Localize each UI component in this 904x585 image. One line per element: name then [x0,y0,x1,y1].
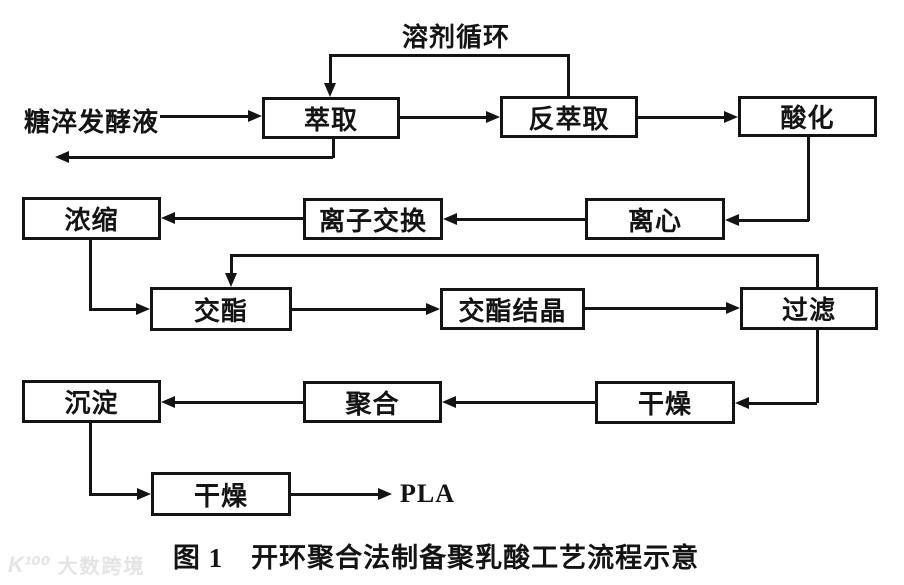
node-drying-final: 干燥 [151,472,291,516]
edge-filtration-recycle-arrowhead [225,273,237,287]
edge-ion-exchange-to-concentration-line [175,217,303,220]
node-filtration: 过滤 [740,287,878,330]
watermark: K¹⁰⁰ 大数跨境 [8,550,146,579]
edge-polymerization-to-precipitation-arrowhead [161,396,175,408]
edge-lactide-to-crystallization-arrowhead [426,303,440,315]
node-back-extraction: 反萃取 [500,96,638,138]
edge-solvent-cycle-left-segment [329,54,332,84]
edge-concentration-to-lactide-line [89,308,136,311]
watermark-text: 大数跨境 [57,556,146,578]
edge-filtration-recycle-right-segment [816,254,819,287]
edge-filtration-to-drying-arrowhead [735,397,749,409]
edge-crystallization-to-filtration-arrowhead [726,302,740,314]
edge-precipitation-to-drying-line [89,493,137,496]
edge-concentration-to-lactide-arrowhead [136,303,150,315]
figure-caption: 图 1 开环聚合法制备聚乳酸工艺流程示意 [172,543,700,573]
node-extraction: 萃取 [262,97,400,139]
edge-drying-to-polymerization-line [456,401,595,404]
edge-solvent-cycle-arrowhead [324,83,336,97]
edge-acidification-to-centrifugation-line [739,219,809,222]
edge-crystallization-to-filtration-line [585,307,726,310]
edge-filtration-to-drying-line [749,402,817,405]
edge-drying-to-pla-arrowhead [378,488,392,500]
node-lactide: 交酯 [150,287,292,331]
node-ion-exchange: 离子交换 [303,198,443,240]
edge-concentration-down-segment [89,240,92,310]
edge-extraction-raffinate-arrowhead [55,151,69,163]
edge-solvent-cycle-right-segment [567,54,570,96]
edge-precipitation-down-segment [89,423,92,494]
edge-acidification-down-segment [807,137,810,221]
edge-precipitation-to-drying-arrowhead [137,488,151,500]
edge-ion-exchange-to-concentration-arrowhead [161,212,175,224]
node-polymerization: 聚合 [303,381,442,423]
edge-filtration-recycle-top-segment [230,254,818,257]
node-centrifugation: 离心 [585,198,725,240]
edge-extraction-raffinate-down-segment [332,139,335,158]
node-acidification: 酸化 [738,96,877,137]
node-precipitation: 沉淀 [22,380,161,423]
edge-drying-to-pla-line [291,493,378,496]
edge-polymerization-to-precipitation-line [175,401,303,404]
feed-label: 糖淬发酵液 [24,108,160,137]
edge-acidification-to-centrifugation-arrowhead [725,214,739,226]
edge-extraction-to-back-extraction-line [400,116,486,119]
edge-drying-to-polymerization-arrowhead [442,396,456,408]
solvent-cycle-label: 溶剂循环 [402,23,511,52]
edge-solvent-cycle-top-segment [329,54,570,57]
node-lactide-crystallization: 交酯结晶 [440,288,585,330]
edge-filtration-down-segment [816,330,819,403]
product-label: PLA [400,479,455,508]
node-concentration: 浓缩 [22,197,161,240]
edge-feed-to-extraction-arrowhead [248,110,262,122]
edge-extraction-to-back-extraction-arrowhead [486,111,500,123]
dashu-kuajing-logo-icon: K¹⁰⁰ [8,551,51,577]
edge-centrifugation-to-ion-exchange-line [457,218,585,221]
edge-feed-to-extraction-line [160,115,248,118]
edge-back-extraction-to-acidification-arrowhead [724,111,738,123]
edge-lactide-to-crystallization-line [292,308,426,311]
edge-back-extraction-to-acidification-line [638,116,724,119]
edge-filtration-recycle-left-segment [230,254,233,274]
node-drying-after-filtration: 干燥 [595,381,735,424]
edge-centrifugation-to-ion-exchange-arrowhead [443,213,457,225]
edge-extraction-raffinate-line [69,156,333,159]
